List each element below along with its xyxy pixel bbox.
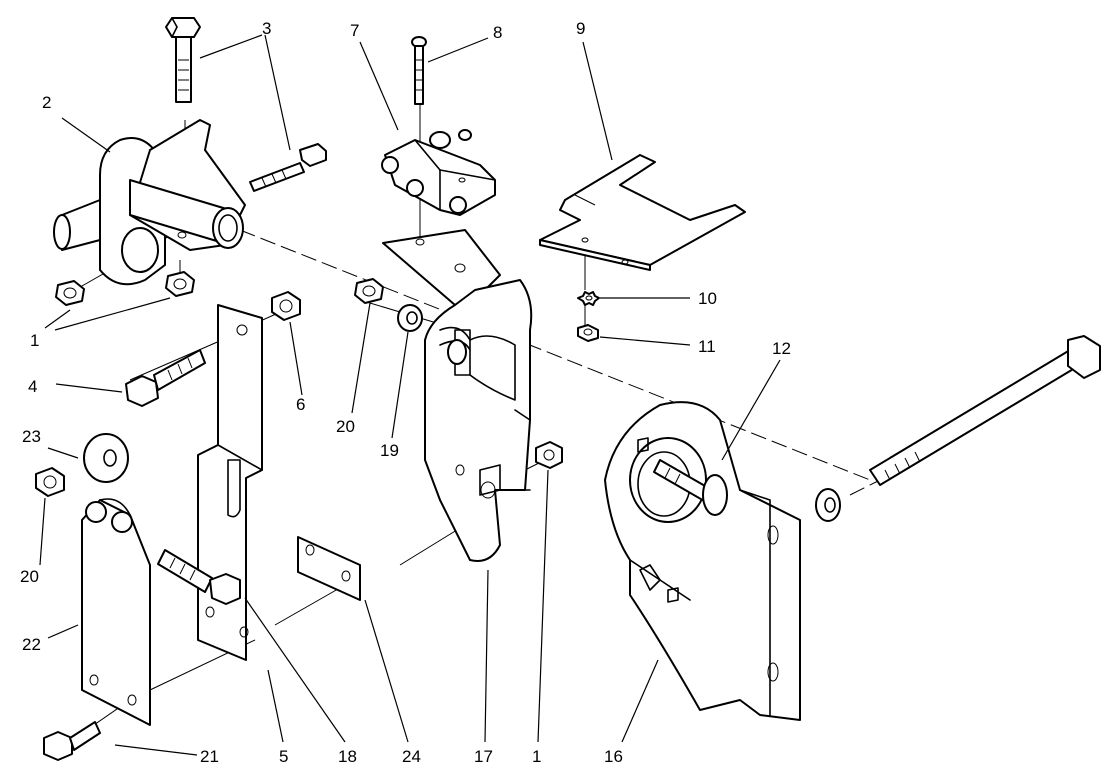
callout-3: 3 <box>262 19 271 38</box>
callout-23: 23 <box>22 427 41 446</box>
washer-19 <box>397 304 423 332</box>
callout-18: 18 <box>338 747 357 766</box>
bolt-21 <box>43 721 101 761</box>
callout-24: 24 <box>402 747 421 766</box>
callout-20-upper: 20 <box>336 417 355 436</box>
callout-1-lower: 1 <box>532 747 541 766</box>
callout-22: 22 <box>22 635 41 654</box>
callout-7: 7 <box>350 21 359 40</box>
link-22 <box>81 498 151 726</box>
callout-21: 21 <box>200 747 219 766</box>
callout-9: 9 <box>576 19 585 38</box>
washer-right <box>815 488 841 522</box>
callout-10: 10 <box>698 289 717 308</box>
spacer-plate-24 <box>297 536 361 601</box>
roller-23 <box>83 433 129 483</box>
callout-12: 12 <box>772 339 791 358</box>
link-plate-5 <box>197 304 263 661</box>
callout-11: 11 <box>698 337 716 356</box>
nut-20-lower <box>35 467 65 497</box>
callout-5: 5 <box>279 747 288 766</box>
callout-20-lower: 20 <box>20 567 39 586</box>
lockwasher-10 <box>577 291 600 306</box>
switch-7 <box>381 129 496 216</box>
nut-1-center <box>165 271 195 297</box>
callout-8: 8 <box>493 23 502 42</box>
callout-16: 16 <box>604 747 623 766</box>
pivot-bracket-16 <box>604 401 801 721</box>
nut-1-lower <box>535 441 563 469</box>
nut-20-upper <box>354 278 384 304</box>
nut-6 <box>271 291 301 321</box>
callout-17: 17 <box>474 747 493 766</box>
nut-11 <box>577 324 599 342</box>
actuator-plate-9 <box>539 154 746 271</box>
callout-1-upper: 1 <box>30 331 39 350</box>
bolt-4 <box>125 349 206 407</box>
callout-2: 2 <box>42 93 51 112</box>
bolt-3-horizontal <box>249 143 327 192</box>
pivot-bracket-2 <box>53 119 246 286</box>
callout-labels: 3 7 8 9 2 10 11 12 1 4 6 20 19 23 20 22 … <box>20 19 791 766</box>
callout-19: 19 <box>380 441 399 460</box>
long-bolt-right <box>869 335 1101 486</box>
screw-8 <box>411 36 427 105</box>
shoulder-bolt-12 <box>653 459 728 516</box>
callout-6: 6 <box>296 395 305 414</box>
callout-4: 4 <box>28 377 37 396</box>
leader-lines <box>39 34 781 756</box>
bolt-3-vertical <box>165 17 201 103</box>
bolt-18 <box>157 549 241 605</box>
nut-1-left <box>55 280 85 306</box>
main-bracket-17 <box>382 229 533 562</box>
